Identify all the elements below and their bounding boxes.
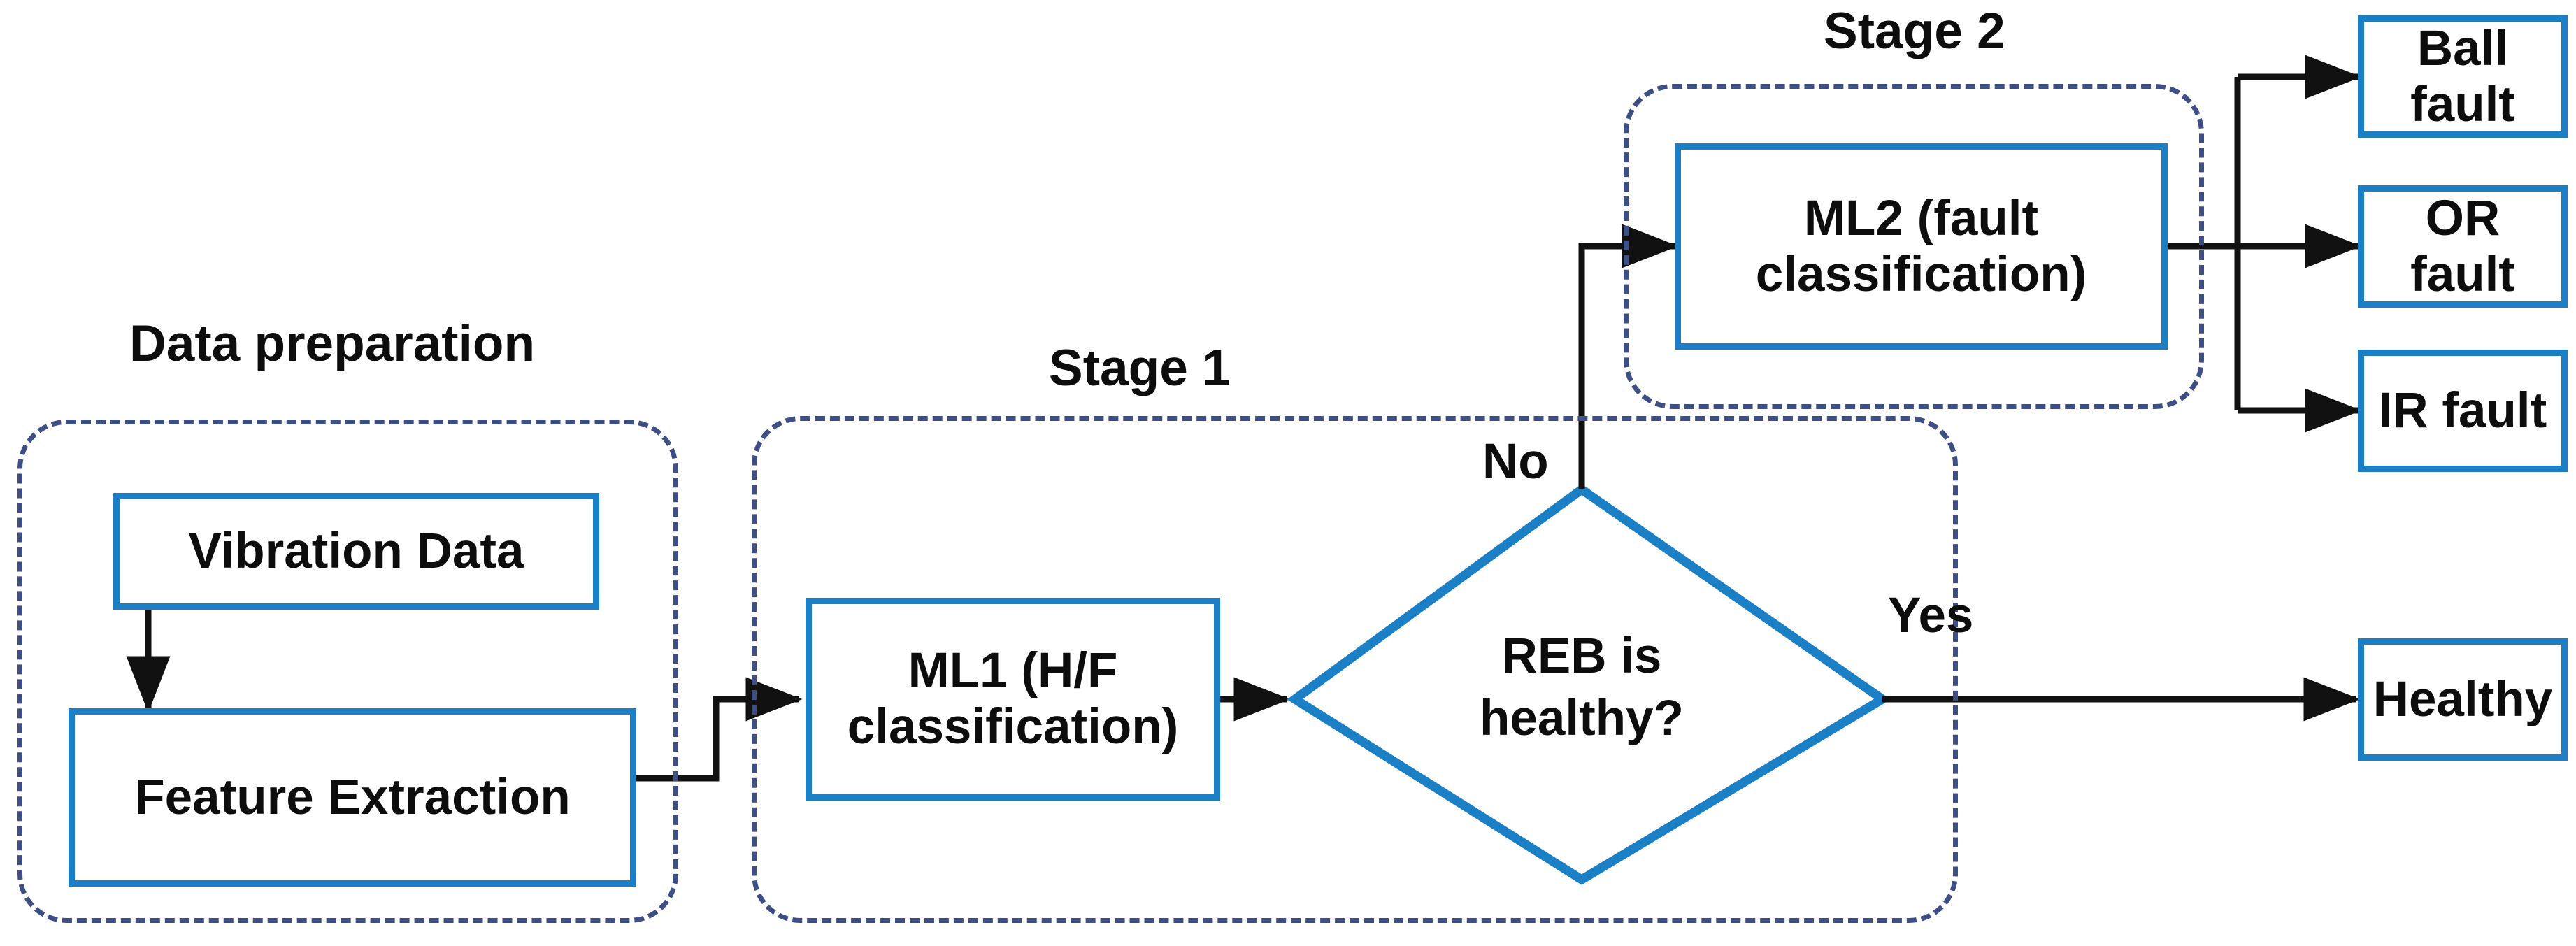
node-ml2-label-line2: classification) [1755, 246, 2087, 302]
edge-label-no: No [1482, 434, 1549, 489]
node-healthy-label: Healthy [2373, 671, 2553, 727]
node-feature-extraction-label: Feature Extraction [134, 769, 571, 825]
node-ml1-label-line1: ML1 (H/F [908, 643, 1118, 699]
node-or-fault-label: OR fault [2410, 190, 2515, 302]
group-data-preparation [17, 420, 678, 923]
group-title-stage-2: Stage 2 [1824, 3, 2005, 59]
node-ball-fault[interactable]: Ball fault [2358, 15, 2568, 138]
node-decision-label-line1: REB is [1501, 629, 1662, 684]
node-ir-fault-label: IR fault [2378, 382, 2547, 438]
node-ml1[interactable]: ML1 (H/F classification) [806, 598, 1220, 801]
node-ml1-label-line2: classification) [847, 699, 1179, 754]
node-ml2[interactable]: ML2 (fault classification) [1675, 143, 2168, 350]
node-decision-label: REB is healthy? [1442, 626, 1722, 750]
node-ball-fault-label: Ball fault [2410, 20, 2515, 132]
edge-label-yes: Yes [1888, 588, 1974, 643]
node-ml2-label-line1: ML2 (fault [1803, 190, 2039, 246]
group-stage-1 [752, 416, 1958, 923]
group-title-stage-1: Stage 1 [1049, 340, 1231, 396]
node-or-fault[interactable]: OR fault [2358, 185, 2568, 308]
group-stage-2 [1624, 84, 2204, 409]
node-vibration-data-label: Vibration Data [188, 523, 524, 579]
node-feature-extraction[interactable]: Feature Extraction [69, 708, 636, 887]
node-vibration-data[interactable]: Vibration Data [113, 493, 599, 610]
node-healthy[interactable]: Healthy [2358, 638, 2568, 761]
node-ir-fault[interactable]: IR fault [2358, 350, 2568, 472]
node-decision-label-line2: healthy? [1480, 690, 1684, 746]
group-title-data-preparation: Data preparation [129, 315, 536, 372]
